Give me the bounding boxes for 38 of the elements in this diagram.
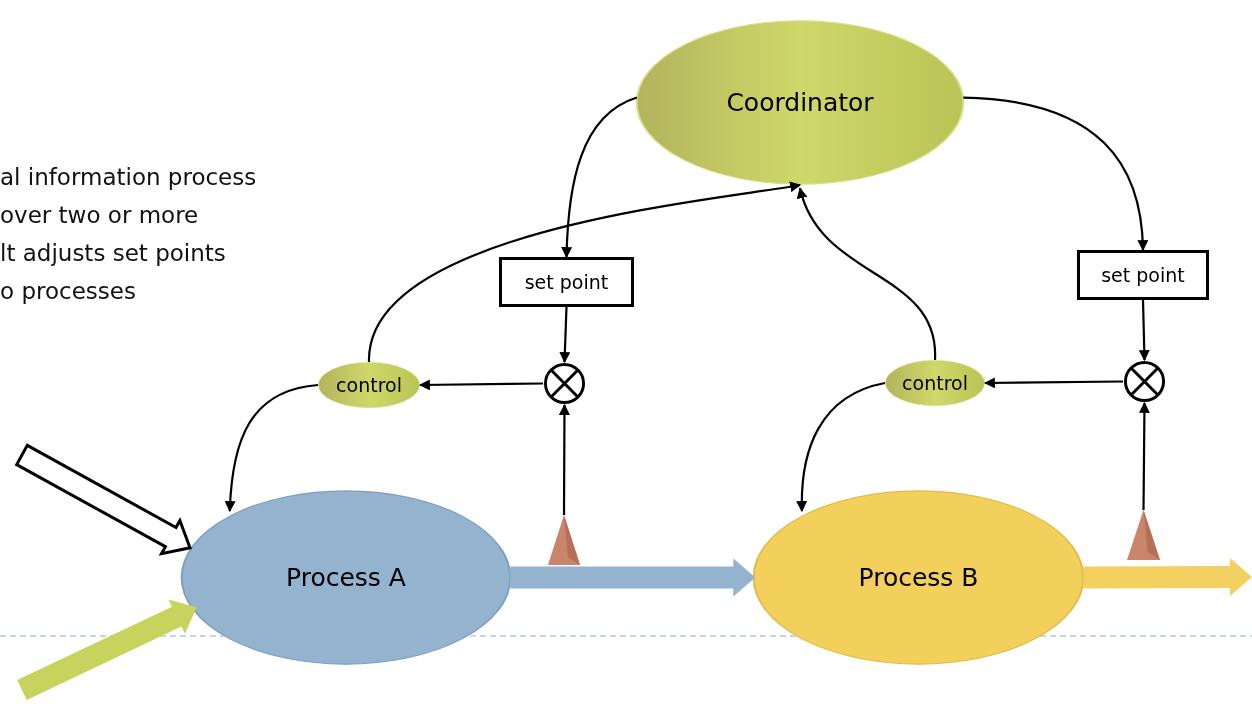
arrow bbox=[559, 306, 571, 364]
node-label: control bbox=[336, 372, 402, 398]
arrow bbox=[796, 381, 886, 513]
arrow bbox=[418, 379, 543, 391]
comparator-circle bbox=[1123, 360, 1166, 403]
node-label: set point bbox=[1101, 262, 1185, 288]
description-text: o processes bbox=[0, 277, 137, 306]
arrow bbox=[558, 403, 570, 515]
block-arrow bbox=[14, 443, 192, 556]
node-label: control bbox=[902, 370, 968, 396]
block-arrow bbox=[17, 599, 197, 700]
node-label: Coordinator bbox=[726, 86, 874, 119]
block-arrow bbox=[510, 558, 756, 597]
control-ellipse bbox=[885, 360, 985, 406]
process-ellipse bbox=[180, 490, 512, 665]
arrow bbox=[797, 187, 937, 361]
arrow bbox=[224, 383, 319, 513]
arrow bbox=[1138, 401, 1150, 510]
node-label: Process A bbox=[286, 561, 406, 594]
arrow bbox=[367, 181, 802, 363]
arrow bbox=[963, 96, 1148, 252]
block-arrow bbox=[1083, 558, 1252, 597]
set-point-box bbox=[1077, 250, 1209, 300]
coordinator-ellipse bbox=[635, 20, 965, 185]
description-text: al information process bbox=[0, 163, 257, 192]
arrow bbox=[1138, 299, 1150, 362]
description-text: lt adjusts set points bbox=[0, 239, 227, 268]
sensor-cone bbox=[548, 515, 580, 565]
arrow bbox=[561, 96, 638, 259]
control-ellipse bbox=[318, 362, 420, 408]
process-ellipse bbox=[752, 490, 1085, 665]
arrow bbox=[983, 377, 1123, 389]
comparator-circle bbox=[543, 362, 586, 405]
description-text: over two or more bbox=[0, 201, 200, 230]
set-point-box bbox=[499, 257, 634, 307]
node-label: Process B bbox=[858, 561, 979, 594]
node-label: set point bbox=[524, 269, 609, 295]
sensor-cone bbox=[1127, 510, 1160, 560]
